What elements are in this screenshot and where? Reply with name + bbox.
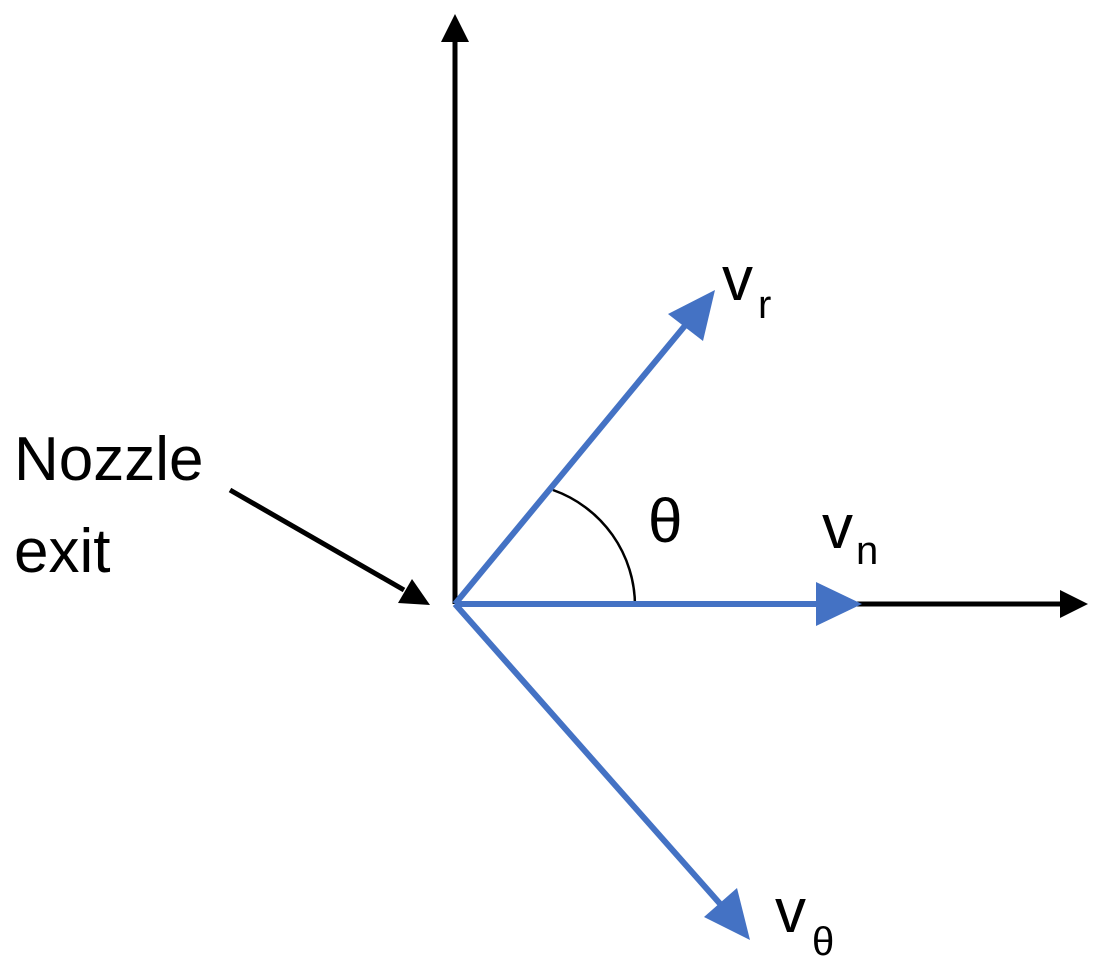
nozzle-pointer-arrowhead xyxy=(398,579,430,605)
vector-v-theta xyxy=(452,602,750,940)
theta-label: θ xyxy=(648,487,682,556)
vector-v-theta-shaft xyxy=(452,602,725,908)
vertical-axis-arrowhead xyxy=(441,14,469,42)
vector-v-n-label-main: v xyxy=(822,493,853,562)
nozzle-pointer-arrow xyxy=(228,487,430,605)
vector-v-r-label: v r xyxy=(722,245,771,327)
vector-v-r-shaft xyxy=(452,320,691,606)
vector-v-n-label-subscript: n xyxy=(856,529,878,573)
vector-v-theta-label-main: v xyxy=(775,877,806,946)
vector-v-r-label-main: v xyxy=(722,245,753,314)
nozzle-label-line2: exit xyxy=(14,517,110,586)
vector-v-r xyxy=(452,290,715,606)
vector-v-n xyxy=(455,582,862,626)
theta-angle-arc xyxy=(552,488,637,607)
vertical-axis xyxy=(441,14,469,604)
vector-v-theta-label: v θ xyxy=(775,877,834,964)
vector-v-r-arrowhead xyxy=(668,290,715,341)
vector-v-theta-arrowhead xyxy=(704,888,750,940)
vector-v-theta-label-subscript: θ xyxy=(812,920,834,964)
nozzle-pointer-line xyxy=(228,487,406,593)
nozzle-label-line1: Nozzle xyxy=(14,425,204,494)
vector-v-n-label: v n xyxy=(822,493,878,573)
horizontal-axis-arrowhead xyxy=(1060,590,1088,618)
vector-v-r-label-subscript: r xyxy=(758,283,771,327)
vector-v-n-arrowhead xyxy=(816,582,862,626)
